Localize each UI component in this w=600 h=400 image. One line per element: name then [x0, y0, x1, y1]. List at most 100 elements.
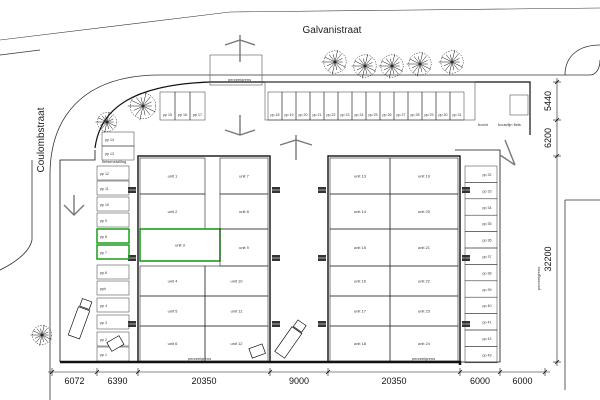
dimension-label: 6072	[64, 376, 84, 386]
parking-space: pp 14	[101, 131, 135, 147]
parking-space: pph	[96, 280, 130, 296]
dimension-label: 6200	[543, 128, 553, 148]
tree-icon	[438, 50, 464, 75]
dimension-label: 20350	[191, 376, 216, 386]
unit-label: unit 4	[168, 279, 179, 284]
unit: unit 10	[204, 265, 269, 297]
unit-label: unit 19	[418, 174, 431, 179]
parking-space: pp 43	[464, 346, 498, 364]
unit: unit 5	[139, 295, 206, 327]
parking-label: pp 43	[483, 353, 492, 357]
unit: unit 22	[389, 265, 459, 297]
unit-label: unit 18	[354, 341, 367, 346]
unit-label: unit 20	[418, 209, 431, 214]
unit-outline	[389, 325, 459, 362]
parking-space: pp 17	[189, 91, 206, 121]
parking-label: pp 34	[483, 206, 492, 210]
parking-space: pp 39	[464, 280, 498, 298]
tree-icon	[30, 324, 52, 346]
dimension-label: 5440	[543, 91, 553, 111]
parking-space: pp 40	[464, 296, 498, 314]
parking-space: pp 11	[96, 180, 130, 196]
parking-label: pp 19	[285, 113, 294, 117]
parking-label: pp 22	[327, 113, 336, 117]
label-perceelgrens-top: perceelgrens	[228, 77, 251, 82]
unit: unit 15	[329, 228, 391, 267]
label-perceelgrens-right: perceelgrens	[536, 267, 541, 290]
parking-space: pp 12	[96, 165, 130, 181]
unit-label: unit 11	[231, 309, 243, 314]
parking-space: pp 13	[101, 145, 135, 161]
parking-label: pp 24	[355, 113, 364, 117]
parking-space: pp 18	[267, 91, 283, 121]
parking-space: pp 3	[96, 314, 130, 330]
door-icon	[272, 255, 280, 261]
parking-space: pp 30	[435, 91, 451, 121]
parking-label: pp 36	[483, 239, 492, 243]
unit-label: unit 9	[239, 245, 250, 250]
parking-label: pp 15	[163, 113, 172, 117]
unit-outline	[204, 325, 269, 362]
unit: unit 19	[389, 157, 459, 195]
parking-label: pp 3	[100, 321, 107, 325]
dimension-label: 6390	[107, 376, 127, 386]
parking-label: pp 38	[483, 271, 492, 275]
door-icon	[462, 255, 470, 261]
label-bouwlijn: bouwlijn fiets	[498, 122, 521, 127]
unit: unit 3	[139, 228, 221, 262]
parking-label: pp 12	[100, 172, 109, 176]
unit-label: unit 7	[239, 174, 250, 179]
unit: unit 4	[139, 265, 206, 297]
parking-space: pp 4	[96, 297, 130, 313]
parking-space: pp 9	[96, 212, 130, 228]
unit-label: unit 1	[168, 174, 179, 179]
tree-icon	[378, 54, 404, 79]
truck-center-2-icon	[248, 343, 266, 359]
label-bocht: bocht	[478, 122, 489, 127]
parking-space: pp 7	[96, 244, 130, 260]
parking-label: pp 14	[105, 138, 114, 142]
entrance-symbols	[128, 187, 470, 327]
parking-row-right: pp 32 pp 33 pp 34 pp 35 pp 36 pp 37 pp 38 pp 39…	[464, 165, 498, 364]
dimensions-right: 5440 6200 32200	[543, 78, 561, 366]
parking-label: pp 23	[341, 113, 350, 117]
parking-label: pp 7	[100, 251, 107, 255]
parking-label: pp 13	[105, 152, 114, 156]
truck-center-icon	[274, 319, 307, 359]
parking-label: pp 32	[483, 173, 492, 177]
parking-space: pp 42	[464, 329, 498, 347]
door-icon	[318, 187, 326, 193]
parking-label: pp 27	[397, 113, 406, 117]
parking-space: pp 8	[96, 228, 130, 244]
street-name-left: Coulombstraat	[36, 107, 47, 172]
dimension-label: 32200	[543, 246, 553, 271]
parking-label: pp 37	[483, 255, 492, 259]
door-icon	[462, 187, 470, 193]
parking-space: pp 32	[464, 165, 498, 183]
dimension-label: 20350	[381, 376, 406, 386]
entrance-zone	[209, 54, 529, 121]
parking-label: pp 4	[100, 304, 107, 308]
parking-label: pp 2	[100, 338, 107, 342]
parking-label: pp 26	[383, 113, 392, 117]
door-icon	[462, 321, 470, 327]
parking-space: pp 34	[464, 198, 498, 216]
unit-label: unit 24	[418, 341, 431, 346]
parking-label: pp 33	[483, 189, 492, 193]
truck-left-icon	[67, 298, 93, 340]
parking-space: pp 35	[464, 214, 498, 232]
unit: unit 7	[219, 157, 269, 195]
unit: unit 21	[389, 228, 459, 267]
unit: unit 18	[329, 325, 391, 362]
parking-space: pp 29	[421, 91, 437, 121]
parking-space: pp 36	[464, 231, 498, 249]
parking-space: pp 28	[407, 91, 423, 121]
unit: unit 8	[219, 193, 269, 230]
unit: unit 14	[329, 193, 391, 230]
unit-label: unit 10	[230, 279, 243, 284]
parking-label: pp 16	[178, 113, 187, 117]
